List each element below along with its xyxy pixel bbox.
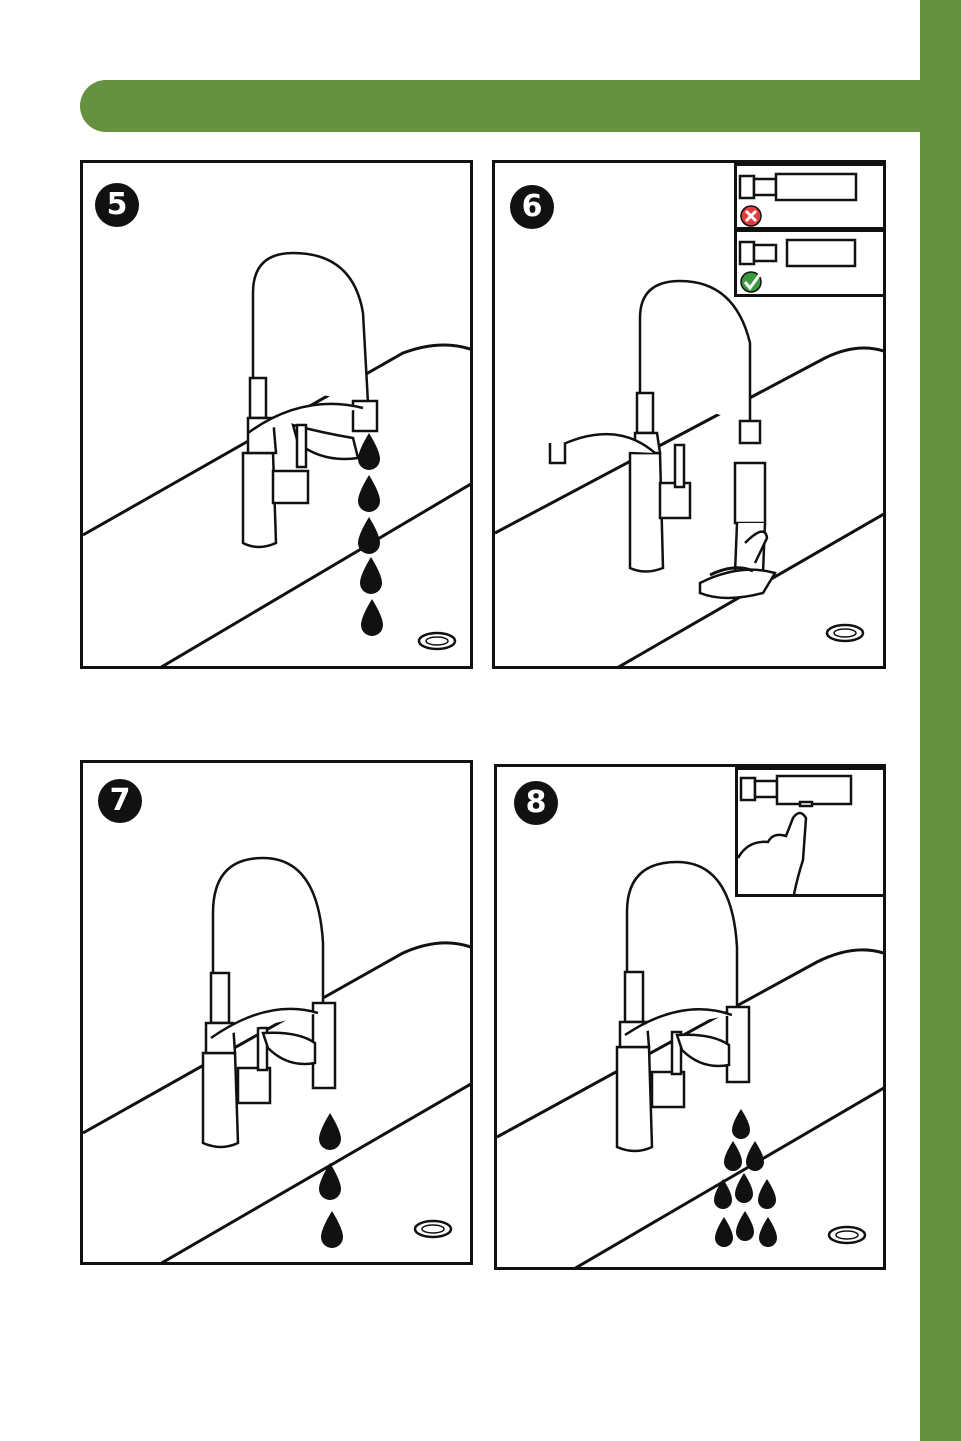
drain-icon xyxy=(827,625,863,641)
water-spray-icon xyxy=(714,1109,777,1247)
drain-icon xyxy=(829,1227,865,1243)
drain-icon xyxy=(419,633,455,649)
water-stream-icon xyxy=(319,1113,343,1248)
faucet-icon xyxy=(550,281,775,598)
step-5-panel: 5 xyxy=(80,160,473,669)
drain-icon xyxy=(415,1221,451,1237)
side-color-strip xyxy=(920,0,961,1441)
step-6-inset-wrong xyxy=(734,163,886,230)
section-header-bar xyxy=(80,80,930,132)
step-8-panel: 8 xyxy=(494,764,886,1270)
step-7-panel: 7 xyxy=(80,760,473,1265)
step-6-inset-correct xyxy=(734,229,886,297)
water-stream-icon xyxy=(358,433,383,636)
wrong-x-icon xyxy=(741,206,761,226)
faucet-icon xyxy=(243,253,377,547)
faucet-icon xyxy=(617,862,749,1151)
step-6-panel: 6 xyxy=(492,160,886,669)
faucet-icon xyxy=(203,858,335,1147)
pointing-hand-icon xyxy=(738,813,806,897)
faucet-illustration xyxy=(83,763,473,1265)
correct-check-icon xyxy=(741,270,763,292)
faucet-illustration xyxy=(83,163,473,669)
step-8-inset-press-button xyxy=(735,767,886,897)
